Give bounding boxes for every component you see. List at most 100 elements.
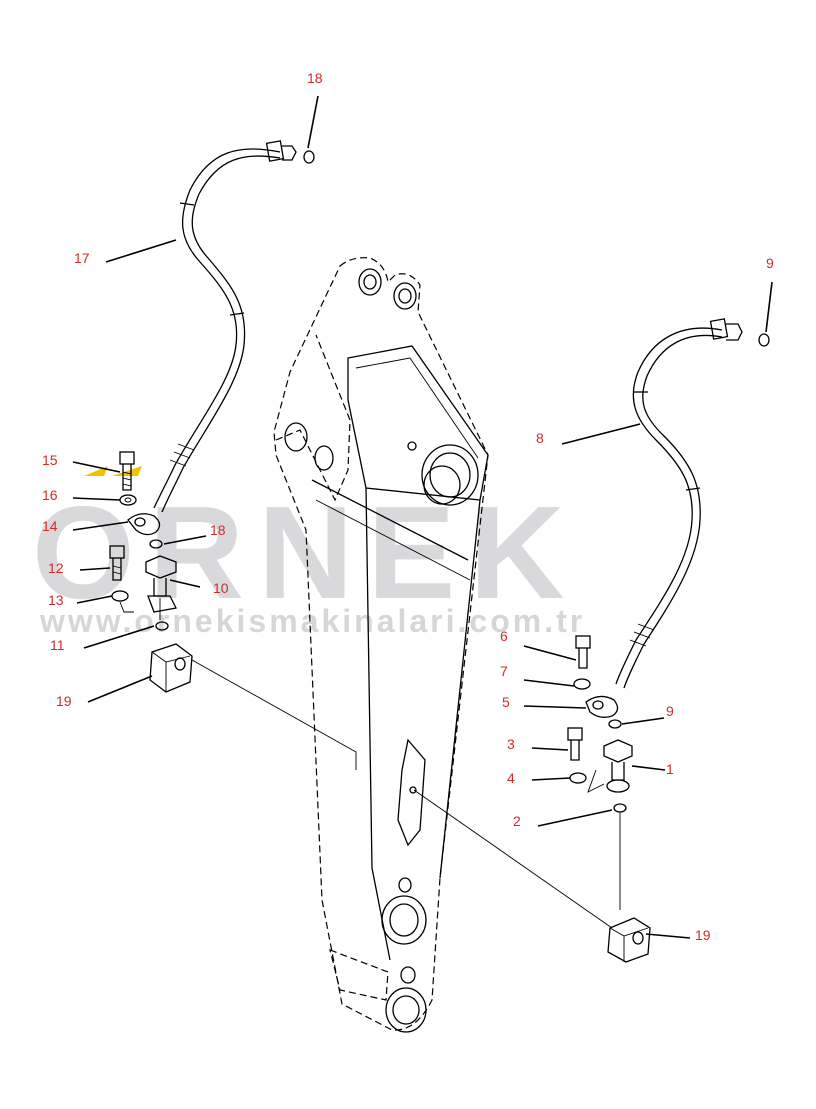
- bolt-3-shank: [570, 740, 580, 761]
- hose-17-band-2: [229, 312, 245, 316]
- leader-16: [72, 497, 121, 501]
- callout-4: 4: [507, 770, 515, 786]
- callout-3: 3: [507, 736, 515, 752]
- o-ring-18-mid: [149, 539, 163, 549]
- callout-13: 13: [48, 592, 64, 608]
- leader-1: [631, 765, 666, 771]
- bottom-mid-boss: [400, 966, 416, 984]
- valve-block-19-left: [149, 643, 193, 693]
- bolt-12-head: [109, 545, 125, 559]
- o-ring-11: [155, 621, 169, 631]
- clamp-14: [127, 513, 161, 536]
- leader-7: [523, 679, 575, 687]
- callout-labels: 18 17 9 8 15 16 14 18 12 10 13 11 19 6 7…: [42, 70, 774, 943]
- callout-15: 15: [42, 452, 58, 468]
- callout-16: 16: [42, 487, 58, 503]
- logo-accent-mark: [112, 466, 142, 476]
- bottom-boss-outer: [381, 895, 427, 945]
- boom-boss-inner: [429, 452, 471, 498]
- hose-17-outer: [153, 148, 281, 509]
- leader-3: [531, 747, 569, 751]
- clamp-5: [585, 695, 619, 718]
- left-fittings: [109, 451, 193, 693]
- boom-center-rivet: [409, 786, 417, 794]
- tip-boss-outer: [385, 987, 427, 1033]
- callout-17: 17: [74, 250, 90, 266]
- callout-19-left: 19: [56, 693, 72, 709]
- boom-cross-band-2: [315, 499, 471, 581]
- boom-rear-edge: [275, 334, 351, 502]
- bolt-15-thread: [122, 471, 132, 487]
- hose-17-top-fitting: [265, 140, 285, 162]
- washer-13-leader: [119, 601, 134, 613]
- leader-11: [83, 625, 155, 649]
- bolt-6-head: [575, 635, 591, 649]
- bolt-15-head: [119, 451, 135, 465]
- leader-19a: [87, 675, 153, 703]
- callout-6: 6: [500, 628, 508, 644]
- bolt-3-head: [567, 727, 583, 741]
- top-lug-right: [393, 282, 417, 310]
- boom-cross-band: [311, 479, 469, 561]
- hose-8: [615, 318, 743, 689]
- callout-1: 1: [666, 761, 674, 777]
- washer-7: [573, 678, 591, 690]
- o-ring-9-top: [758, 333, 770, 347]
- boom-tip-side: [329, 949, 389, 1001]
- fitting-1-stem: [611, 762, 625, 781]
- guide-line-right-block: [413, 789, 613, 929]
- bolt-15-shank: [122, 464, 132, 491]
- hose-17-top-nut: [282, 145, 297, 161]
- fitting-10-base: [147, 595, 177, 613]
- bottom-small-boss: [398, 877, 412, 893]
- callout-2: 2: [513, 813, 521, 829]
- leader-9b: [621, 717, 665, 725]
- callout-7: 7: [500, 663, 508, 679]
- o-ring-9-mid: [608, 719, 622, 729]
- hose-8-top-fitting: [709, 318, 729, 340]
- boom-outline: [273, 257, 489, 1031]
- valve-block-19-left-edges: [151, 651, 191, 692]
- callout-10: 10: [213, 580, 229, 596]
- boom-boss-outer: [421, 444, 479, 506]
- leader-15: [72, 461, 121, 473]
- washer-16-hole: [124, 497, 132, 503]
- hose-17-inner: [161, 155, 281, 513]
- rear-lug-upper: [284, 422, 308, 452]
- leader-19b: [645, 933, 691, 939]
- leader-2: [537, 809, 613, 827]
- watermark: ORNEK www.ornekismakinalari.com.tr: [32, 466, 582, 639]
- boom-front-edge-right: [439, 499, 481, 879]
- leader-5: [523, 705, 587, 709]
- valve-block-19-right-port: [632, 931, 644, 945]
- leader-18b: [163, 535, 207, 545]
- o-ring-18-top: [303, 150, 315, 164]
- leader-9a: [765, 281, 773, 333]
- washer-4: [569, 772, 587, 784]
- callout-18-mid: 18: [210, 522, 226, 538]
- hose-17-band-1: [179, 202, 195, 206]
- leader-14: [72, 521, 129, 531]
- hose-8-band-2: [685, 487, 701, 491]
- bottom-boss-inner: [389, 903, 419, 937]
- bolt-6-shank: [578, 648, 588, 669]
- callout-11: 11: [50, 637, 65, 653]
- leader-4: [531, 777, 571, 781]
- leader-6: [523, 645, 577, 661]
- clamp-5-hole: [592, 700, 604, 710]
- callout-12: 12: [48, 560, 64, 576]
- hose-8-outer: [615, 327, 723, 685]
- boom-arm: [273, 257, 489, 1033]
- rear-lug-lower: [314, 445, 334, 471]
- leader-lines: [72, 95, 773, 939]
- guide-line-left-block: [191, 659, 357, 770]
- leader-17: [105, 239, 177, 263]
- top-lug-right-bore: [398, 288, 412, 304]
- hose-17: [153, 140, 297, 513]
- callout-9-mid: 9: [666, 703, 674, 719]
- top-lug-left-bore: [363, 274, 377, 290]
- clamp-14-hole: [134, 517, 146, 527]
- tip-boss-inner: [392, 995, 420, 1025]
- top-lug-left: [358, 268, 382, 296]
